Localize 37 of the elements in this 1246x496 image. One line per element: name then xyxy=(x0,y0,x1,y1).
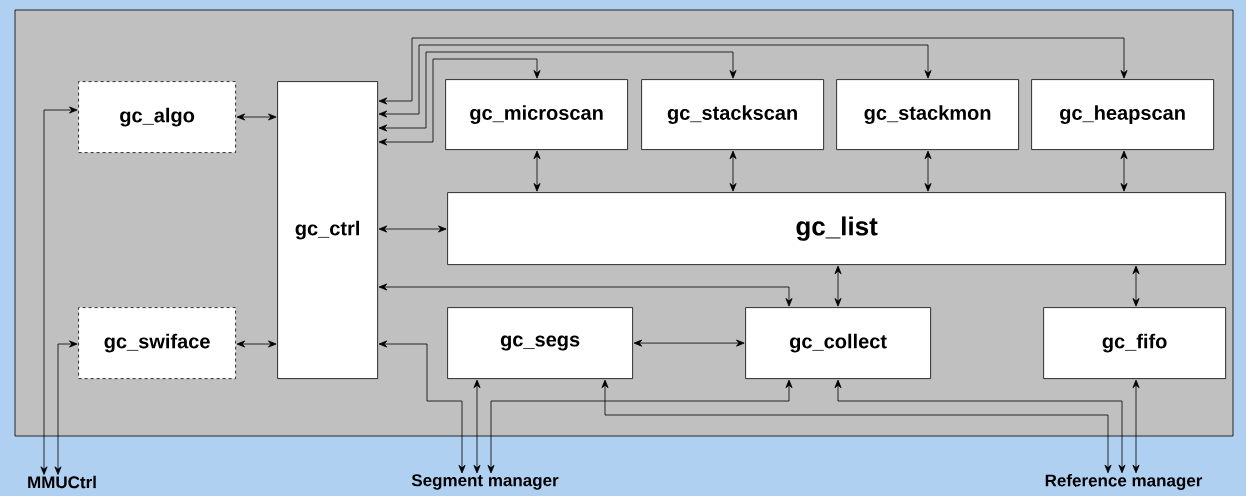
interface-label: Reference manager xyxy=(1045,474,1203,490)
interface-label: MMUCtrl xyxy=(28,475,96,489)
module-box: gc_heapscan xyxy=(1031,79,1214,150)
arrow xyxy=(1120,150,1128,192)
arrow xyxy=(378,58,541,146)
module-box: gc_stackmon xyxy=(836,79,1019,150)
arrow xyxy=(473,379,481,474)
arrow xyxy=(729,150,737,192)
arrow xyxy=(378,340,466,474)
module-box: gc_fifo xyxy=(1043,307,1226,379)
arrow xyxy=(834,379,1126,474)
module-box: gc_list xyxy=(447,192,1226,265)
arrow xyxy=(834,265,842,307)
arrow xyxy=(1132,265,1140,307)
module-box: gc_swiface xyxy=(78,307,236,379)
module-box: gc_ctrl xyxy=(277,81,378,379)
arrow xyxy=(378,225,447,233)
arrow xyxy=(54,340,78,475)
arrow xyxy=(601,379,1112,474)
arrow xyxy=(236,113,277,121)
module-box: gc_microscan xyxy=(445,79,628,150)
arrow xyxy=(378,37,1128,105)
arrow xyxy=(533,150,541,192)
module-box: gc_stackscan xyxy=(641,79,824,150)
arrow xyxy=(924,150,932,192)
interface-label: Segment manager xyxy=(411,474,559,490)
arrow xyxy=(633,339,745,347)
module-box: gc_algo xyxy=(78,81,236,153)
arrow xyxy=(1132,379,1140,474)
arrow xyxy=(378,44,932,118)
arrow xyxy=(378,51,737,132)
arrow xyxy=(487,379,793,474)
arrow xyxy=(378,283,793,307)
module-box: gc_collect xyxy=(745,307,931,379)
arrow xyxy=(236,340,277,348)
module-box: gc_segs xyxy=(447,307,633,379)
arrow xyxy=(40,106,78,475)
